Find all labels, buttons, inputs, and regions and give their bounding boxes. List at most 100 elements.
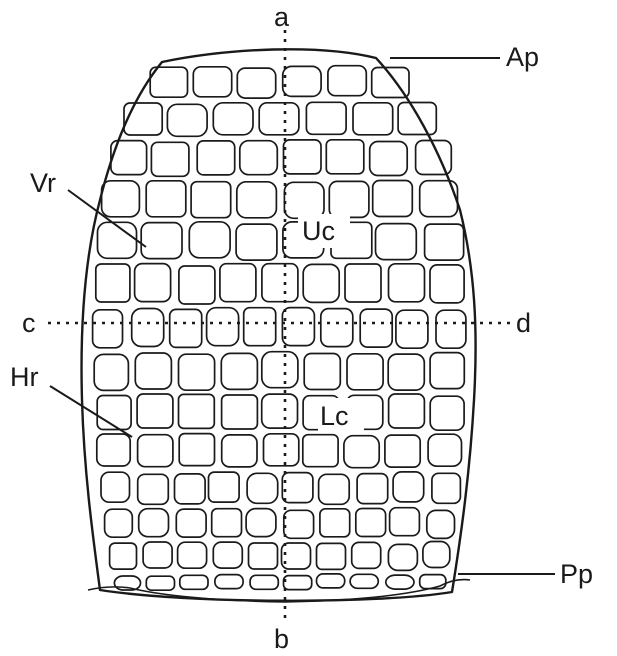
lacuna-cell — [304, 354, 340, 390]
label-a: a — [274, 2, 290, 32]
lacuna-cell — [110, 543, 137, 569]
lacuna-cell — [179, 434, 214, 466]
lacuna-cell — [360, 309, 392, 347]
lacuna-cell — [132, 309, 164, 347]
lacuna-cell — [326, 140, 364, 174]
lacuna-cell — [344, 436, 379, 468]
lacuna-cell — [389, 264, 425, 302]
lacuna-cell — [303, 435, 338, 467]
lacuna-cell — [388, 354, 424, 390]
lacuna-cell — [345, 264, 381, 302]
lacuna-cell — [259, 103, 299, 135]
lacuna-cell — [347, 354, 383, 390]
lacuna-cell — [97, 396, 131, 430]
lacuna-cell — [96, 264, 130, 302]
lacuna-cell — [284, 576, 312, 590]
lacuna-cell — [317, 543, 346, 569]
label-lc: Lc — [320, 401, 349, 431]
lacuna-cell — [284, 140, 322, 174]
lacuna-cell — [329, 181, 369, 217]
leader-vr — [68, 190, 146, 247]
label-d: d — [516, 308, 531, 338]
lacuna-cell — [213, 103, 253, 135]
lacuna-cell — [250, 575, 278, 589]
lacuna-cell — [146, 181, 186, 217]
lacuna-cell — [423, 542, 450, 568]
lacuna-cell — [320, 509, 350, 537]
lacuna-cell — [146, 576, 174, 590]
lacuna-cell — [170, 309, 202, 347]
lacuna-cell — [221, 353, 257, 389]
lacuna-cell — [124, 103, 162, 135]
lacuna-cell — [213, 542, 242, 568]
lacuna-cell — [398, 103, 436, 135]
lacuna-cell — [319, 474, 350, 504]
lacuna-cell — [175, 474, 206, 504]
lacuna-cell — [222, 395, 258, 429]
lacuna-cell — [193, 67, 231, 97]
lacuna-cell — [135, 353, 171, 389]
lacuna-cell — [189, 222, 230, 258]
leader-hr — [50, 386, 132, 437]
lacuna-cell — [420, 575, 446, 589]
label-b: b — [274, 624, 289, 654]
lacuna-cell — [139, 509, 169, 537]
lacuna-cell — [151, 142, 189, 176]
lacuna-cell — [236, 224, 277, 260]
lacuna-cell — [262, 352, 298, 388]
lacuna-cell — [376, 224, 417, 260]
lacuna-cell — [388, 544, 417, 570]
lacuna-cell — [93, 310, 123, 348]
lacuna-cell — [101, 472, 130, 502]
lacuna-cell — [97, 434, 130, 466]
lacuna-cell — [222, 435, 257, 467]
lacuna-cell — [282, 308, 314, 346]
lacuna-cell — [237, 68, 275, 98]
lacuna-cell — [135, 264, 171, 302]
lacuna-cell — [357, 474, 388, 504]
lacuna-cell — [94, 354, 128, 390]
label-c: c — [22, 308, 36, 338]
lacuna-cell — [247, 473, 278, 503]
label-vr: Vr — [30, 168, 56, 198]
lacuna-cell — [138, 474, 169, 504]
lacuna-cell — [385, 435, 420, 467]
lacuna-cell — [317, 574, 345, 588]
lacuna-cell — [393, 472, 424, 502]
lacuna-cell — [180, 575, 208, 589]
label-ap: Ap — [506, 42, 539, 72]
lacuna-cell — [373, 181, 413, 217]
label-uc: Uc — [302, 216, 335, 246]
lacuna-cell — [240, 141, 277, 175]
lacuna-cell — [321, 309, 353, 347]
body-outline — [82, 49, 476, 600]
lacuna-cell — [430, 396, 464, 430]
lacuna-cell — [283, 66, 321, 96]
lacuna-cell — [306, 102, 346, 134]
lacuna-cell — [427, 510, 455, 538]
lacuna-cell — [137, 394, 173, 428]
lacuna-cell — [436, 310, 466, 348]
lacuna-cell — [167, 104, 207, 136]
label-hr: Hr — [10, 362, 39, 392]
lacuna-cell — [105, 509, 133, 537]
lacuna-cell — [220, 264, 256, 302]
lacuna-cell — [389, 394, 425, 428]
lacuna-cell — [386, 575, 414, 589]
lacuna-cell — [428, 434, 461, 466]
lacuna-cell — [430, 265, 464, 303]
lacuna-cell — [179, 394, 215, 428]
cell-network — [93, 66, 466, 591]
lacuna-cell — [209, 472, 240, 502]
lacuna-cell — [390, 508, 420, 536]
lacuna-cell — [396, 310, 428, 348]
lacuna-cell — [215, 575, 243, 589]
lacuna-cell — [178, 542, 207, 568]
lacuna-cell — [352, 542, 381, 568]
lacuna-cell — [350, 574, 378, 588]
lacuna-cell — [284, 510, 314, 538]
lacuna-cell — [212, 509, 242, 537]
lacuna-cell — [141, 223, 182, 259]
lacuna-cell — [328, 66, 366, 96]
